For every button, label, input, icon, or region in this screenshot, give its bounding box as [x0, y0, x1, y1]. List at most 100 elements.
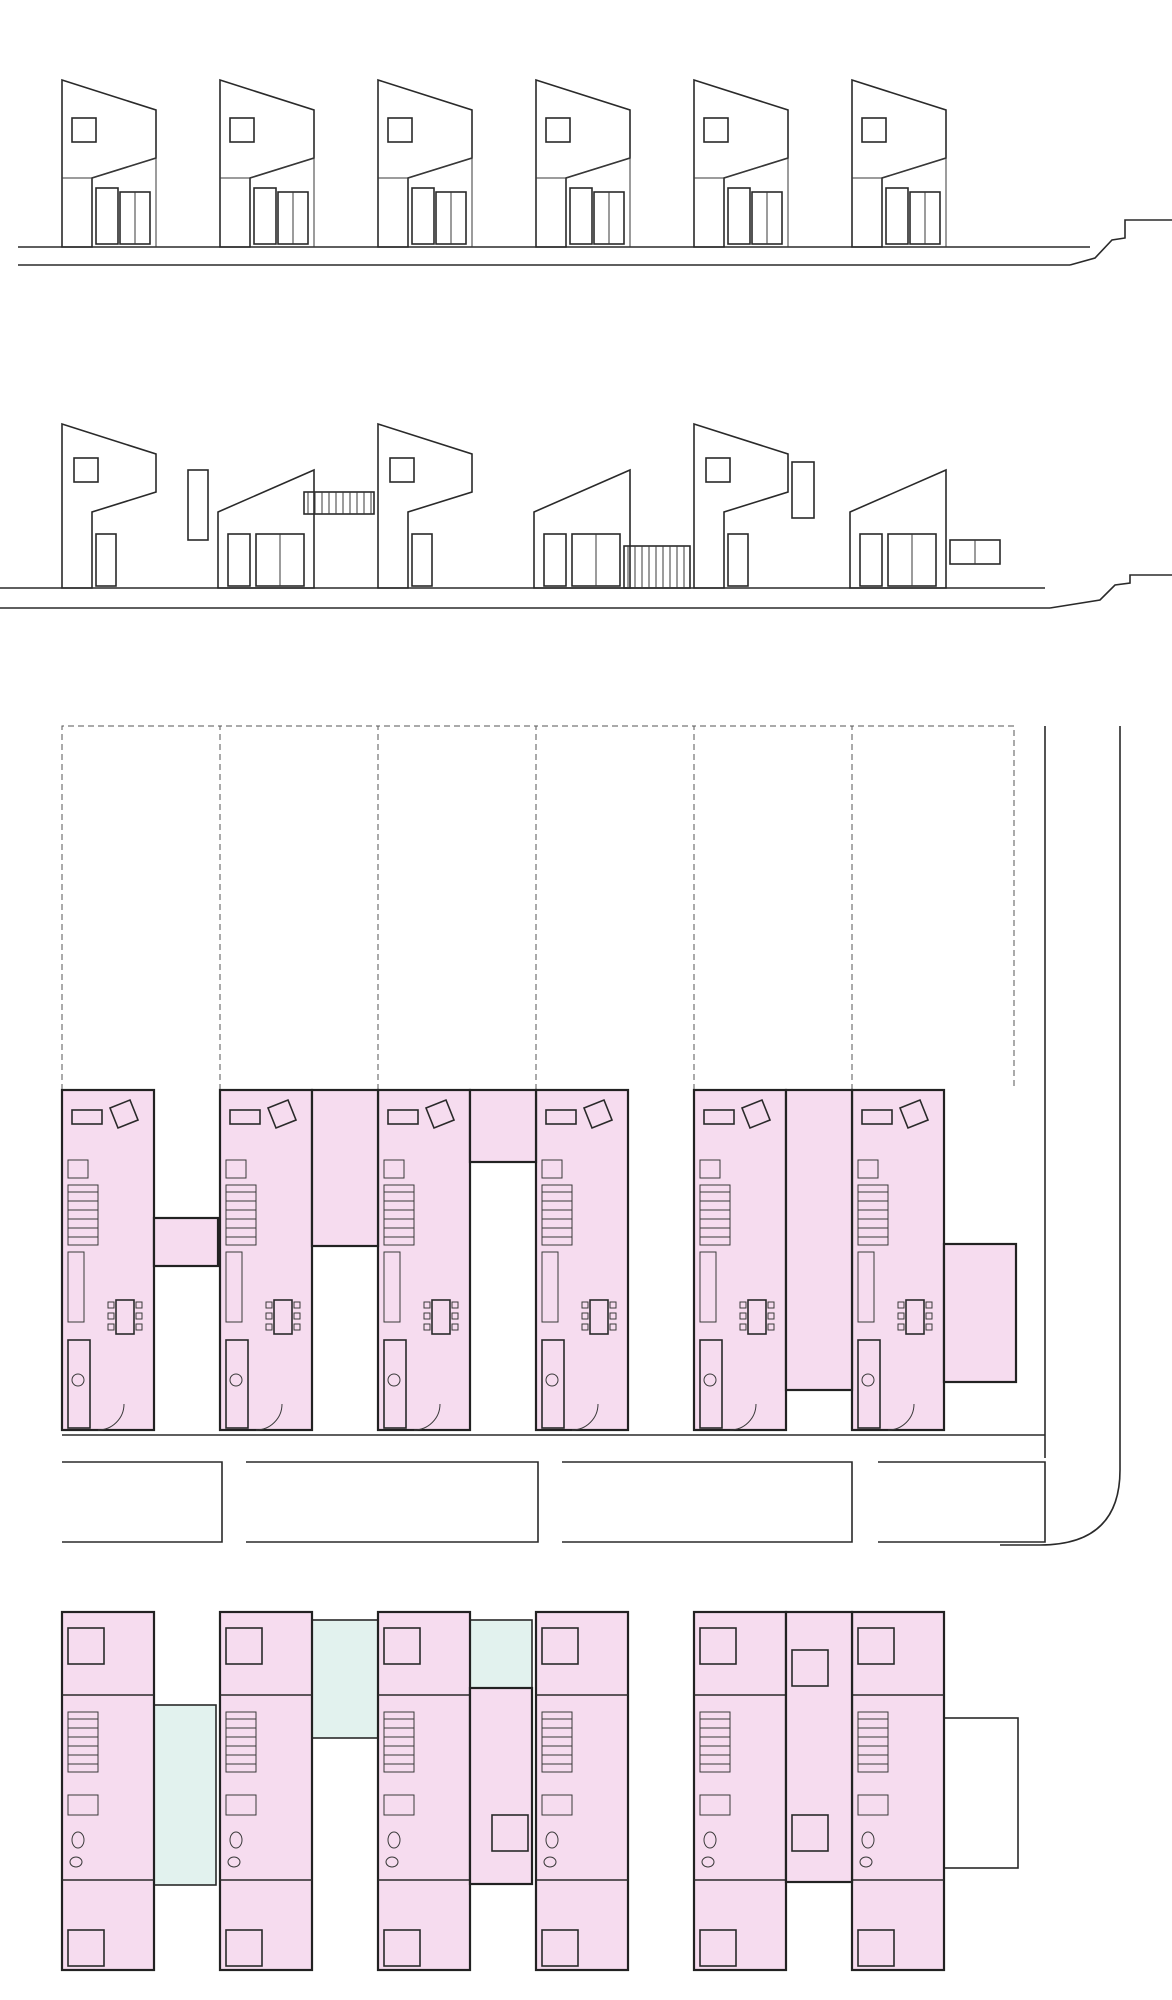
- house-front-elevation: [693, 78, 789, 248]
- storage-unit: [699, 1339, 723, 1429]
- dining-table: [747, 1299, 767, 1335]
- dining-table: [431, 1299, 451, 1335]
- staircase: [225, 1711, 257, 1773]
- dining-chair: [293, 1301, 301, 1309]
- upper-window: [545, 117, 571, 143]
- terrain-edge: [1069, 219, 1172, 266]
- door-swing: [97, 1403, 125, 1431]
- wc: [71, 1831, 85, 1849]
- double-bed: [857, 1627, 895, 1665]
- terrace-outline: [943, 1717, 1019, 1869]
- wc: [541, 1159, 563, 1179]
- house-outline: [217, 468, 315, 589]
- garden-plot: [219, 725, 379, 1090]
- side-window: [949, 539, 1001, 565]
- balcony-rail: [303, 491, 375, 515]
- house-front-elevation: [377, 78, 473, 248]
- armchair: [266, 1098, 298, 1130]
- sofa: [861, 1109, 893, 1125]
- rear-door: [411, 533, 433, 587]
- storage-unit: [857, 1339, 881, 1429]
- stair-flight: [383, 1711, 415, 1773]
- lower-volume: [852, 157, 947, 247]
- house-ground-plan: [60, 1088, 156, 1432]
- house-rear-elevation: [377, 422, 473, 589]
- double-bed: [791, 1814, 829, 1852]
- tall-window: [187, 469, 209, 541]
- front-elevation: [18, 78, 1172, 266]
- parking-bay: [562, 1461, 853, 1543]
- sofa: [387, 1109, 419, 1125]
- light-court: [469, 1619, 533, 1689]
- upper-window: [73, 457, 99, 483]
- stair-flight: [541, 1184, 573, 1246]
- bath: [383, 1794, 415, 1816]
- armchair: [108, 1098, 140, 1130]
- sofa: [229, 1109, 261, 1125]
- house-outline: [693, 78, 789, 248]
- bath: [67, 1794, 99, 1816]
- light-court: [153, 1704, 217, 1886]
- garden-plot: [851, 725, 1015, 1090]
- dining-chair: [265, 1323, 273, 1331]
- staircase: [225, 1184, 257, 1246]
- dining-chair: [897, 1301, 905, 1309]
- wc: [67, 1159, 89, 1179]
- bath: [857, 1794, 889, 1816]
- dining-chair: [897, 1312, 905, 1320]
- extra-bedroom: [784, 1610, 854, 1884]
- bath: [225, 1794, 257, 1816]
- basin: [69, 1856, 83, 1868]
- dining-chair: [107, 1301, 115, 1309]
- wc: [545, 1831, 559, 1849]
- bin: [71, 1373, 85, 1387]
- link-extension: [942, 1242, 1018, 1384]
- armchair: [898, 1098, 930, 1130]
- dining-chair: [423, 1301, 431, 1309]
- storage-unit: [541, 1339, 565, 1429]
- bin: [703, 1373, 717, 1387]
- rear-door: [95, 533, 117, 587]
- house-front-elevation: [219, 78, 315, 248]
- lower-volume: [220, 157, 315, 247]
- first-floor-footprint: [850, 1610, 946, 1972]
- house-first-plan: [692, 1610, 788, 1972]
- wc: [383, 1159, 405, 1179]
- link-extension: [784, 1088, 854, 1392]
- house-outline: [851, 78, 947, 248]
- parking-bay: [246, 1461, 539, 1543]
- dining-chair: [135, 1312, 143, 1320]
- dining-table: [115, 1299, 135, 1335]
- staircase: [857, 1184, 889, 1246]
- stair-flight: [699, 1184, 731, 1246]
- armchair: [582, 1098, 614, 1130]
- front-door: [253, 187, 277, 245]
- bin: [229, 1373, 243, 1387]
- dining-chair: [423, 1312, 431, 1320]
- bath: [541, 1794, 573, 1816]
- house-first-plan: [534, 1610, 630, 1972]
- staircase: [699, 1711, 731, 1773]
- dining-chair: [609, 1312, 617, 1320]
- wc: [229, 1831, 243, 1849]
- basin: [543, 1856, 557, 1868]
- garden-plot: [61, 725, 221, 1090]
- door-swing: [571, 1403, 599, 1431]
- sofa: [71, 1109, 103, 1125]
- kitchen-worktop: [699, 1251, 717, 1323]
- lower-volume: [536, 157, 631, 247]
- garden-plot: [693, 725, 853, 1090]
- house-ground-plan: [218, 1088, 314, 1432]
- sofa: [545, 1109, 577, 1125]
- house-outline: [377, 78, 473, 248]
- wc: [857, 1159, 879, 1179]
- house-front-elevation: [851, 78, 947, 248]
- rear-door: [727, 533, 749, 587]
- dining-chair: [451, 1323, 459, 1331]
- upper-window: [387, 117, 413, 143]
- double-bed: [225, 1627, 263, 1665]
- first-floor-plan: [60, 1610, 1019, 1972]
- dining-chair: [451, 1312, 459, 1320]
- house-outline: [533, 468, 631, 589]
